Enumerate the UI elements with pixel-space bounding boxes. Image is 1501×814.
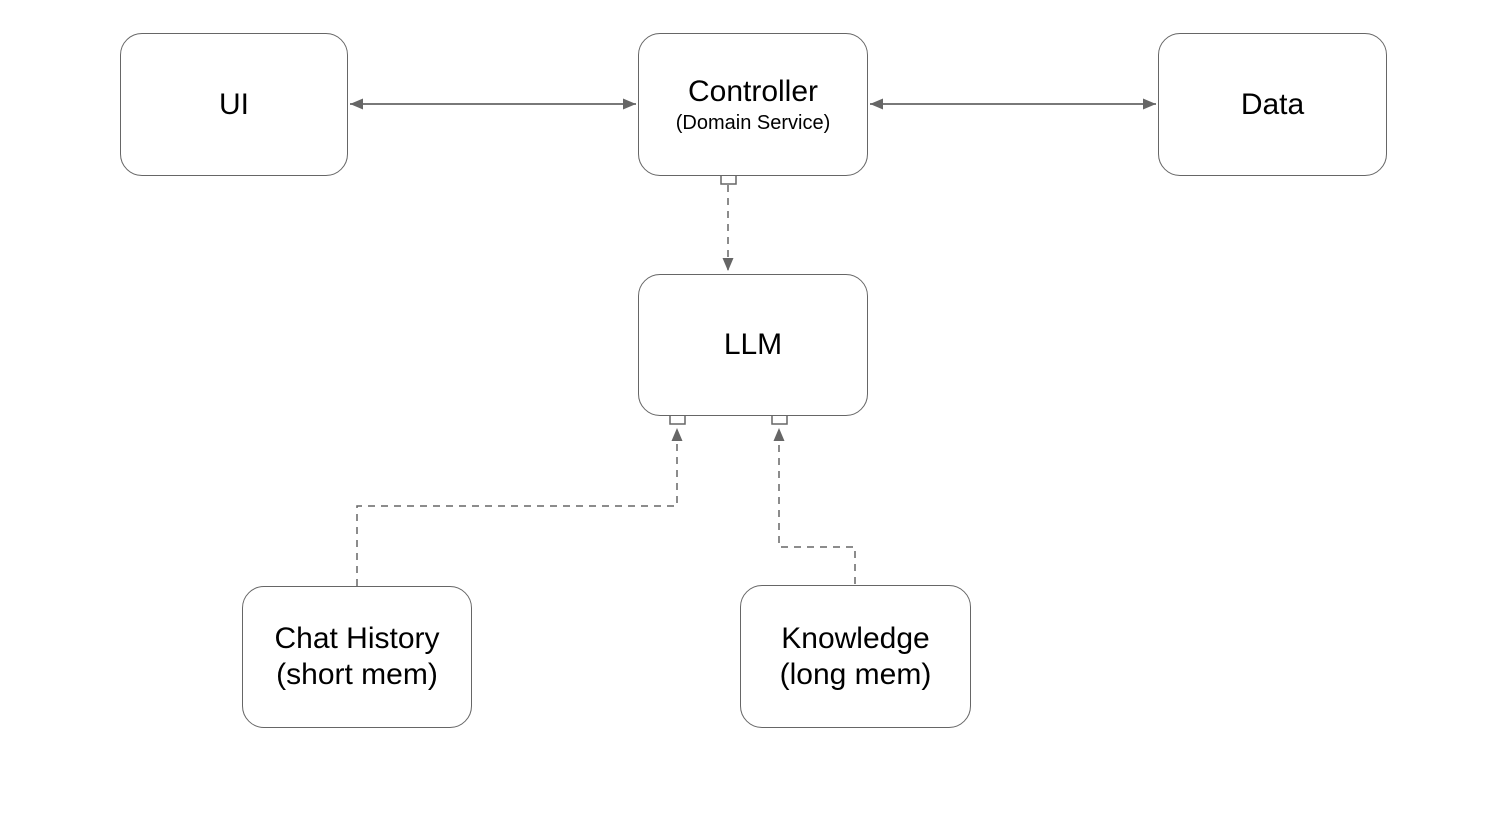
node-chat-history[interactable]: Chat History (short mem) [242,586,472,728]
node-knowledge-label: Knowledge [781,621,930,655]
node-ui[interactable]: UI [120,33,348,176]
edge-knowledge-llm [773,428,856,584]
node-ui-label: UI [219,87,249,121]
node-controller-label: Controller [687,74,819,108]
node-chat-history-label: Chat History [274,622,440,655]
node-llm[interactable]: LLM [638,274,868,416]
node-knowledge[interactable]: Knowledge (long mem) [740,585,971,728]
node-knowledge-sublabel: (long mem) [779,657,932,691]
node-controller-sublabel: (Domain Service) [675,111,831,134]
node-controller[interactable]: Controller (Domain Service) [638,33,868,176]
edge-chat-history-llm [356,428,683,586]
node-data-label: Data [1240,87,1305,121]
node-data[interactable]: Data [1158,33,1387,176]
node-chat-history-sublabel: (short mem) [276,658,438,691]
node-llm-label: LLM [723,328,783,361]
